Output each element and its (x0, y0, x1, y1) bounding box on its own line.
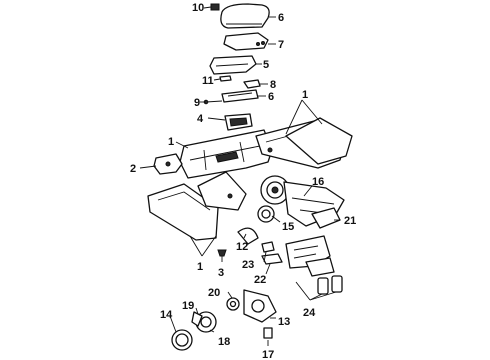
fastener-17 (263, 327, 273, 339)
callout-19: 19 (182, 300, 194, 312)
callout-11: 11 (202, 75, 214, 87)
callout-1-right: 1 (302, 89, 308, 101)
storage-tray-4 (224, 113, 253, 131)
servo-motor-13 (243, 289, 277, 323)
callout-8: 8 (270, 79, 276, 91)
callout-15: 15 (282, 221, 294, 233)
ring-14 (171, 329, 193, 351)
knob-set-24 (317, 275, 343, 295)
small-bracket-11 (219, 75, 232, 82)
callout-16: 16 (312, 176, 324, 188)
callout-1-body: 1 (168, 136, 174, 148)
clip-part-10 (210, 3, 220, 11)
trim-panel (305, 257, 335, 277)
callout-7: 7 (278, 39, 284, 51)
callout-4: 4 (197, 113, 204, 125)
callout-9: 9 (194, 97, 200, 109)
actuator-22 (261, 253, 283, 265)
side-panel-left-2 (197, 171, 247, 211)
callout-12: 12 (236, 241, 248, 253)
callout-20: 20 (208, 287, 220, 299)
clip-3 (217, 249, 227, 257)
seal-ring-15 (257, 205, 275, 223)
ring-20 (226, 297, 240, 311)
callout-23: 23 (242, 259, 254, 271)
connector-23 (261, 241, 275, 253)
console-insert (209, 55, 257, 75)
blower-motor-assembly (260, 175, 290, 205)
mounting-bracket-2 (153, 153, 183, 175)
callout-21: 21 (344, 215, 356, 227)
callout-24: 24 (303, 307, 316, 319)
side-panel-far-right (285, 117, 353, 165)
leader-lines (139, 6, 340, 346)
hinge-plate-6 (221, 89, 259, 103)
callout-6-plate: 6 (268, 91, 274, 103)
armrest-lid (220, 3, 270, 29)
side-panel-left (147, 183, 219, 241)
callout-6-lid: 6 (278, 12, 284, 24)
callout-5: 5 (263, 59, 269, 71)
callout-3: 3 (218, 267, 224, 279)
callout-2: 2 (130, 163, 136, 175)
callout-18: 18 (218, 336, 230, 348)
callout-14: 14 (160, 309, 173, 321)
callout-13: 13 (278, 316, 290, 328)
callout-1-left: 1 (197, 261, 203, 273)
latch-part-8 (243, 79, 261, 89)
callout-10: 10 (192, 2, 204, 14)
callout-17: 17 (262, 349, 274, 360)
clamp-19 (191, 311, 203, 327)
callout-22: 22 (254, 274, 266, 286)
cover-12 (237, 227, 259, 245)
screw-part-9 (203, 99, 223, 105)
lid-pad (223, 32, 269, 51)
